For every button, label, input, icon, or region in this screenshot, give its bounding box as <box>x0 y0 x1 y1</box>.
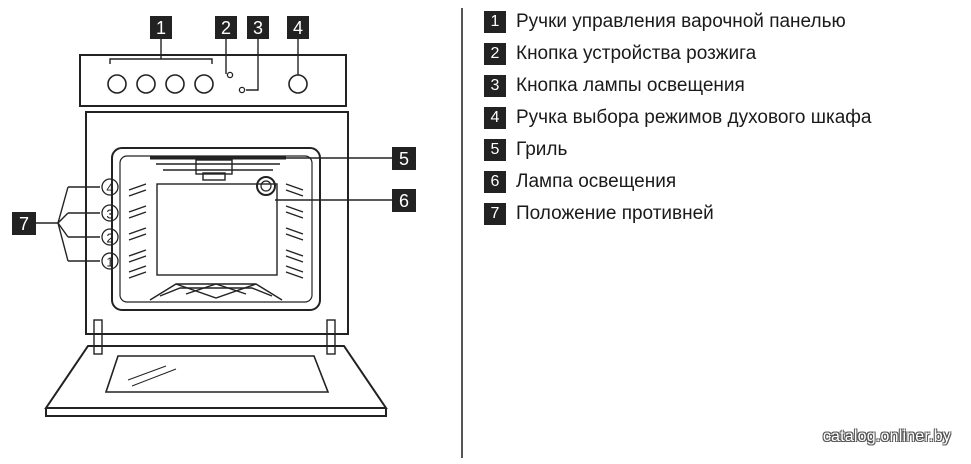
legend-item-1: 1 Ручки управления варочной панелью <box>484 6 872 38</box>
legend: 1 Ручки управления варочной панелью 2 Кн… <box>484 6 872 230</box>
ignition-button <box>226 71 234 79</box>
svg-text:2: 2 <box>106 231 113 246</box>
legend-label: Гриль <box>516 139 568 160</box>
legend-label: Кнопка устройства розжига <box>516 43 757 64</box>
oven-door <box>44 345 388 417</box>
lamp-button <box>238 86 246 94</box>
oven-diagram: 4 3 2 1 1 2 3 4 5 6 7 <box>12 16 416 417</box>
svg-text:3: 3 <box>106 207 113 222</box>
svg-text:1: 1 <box>156 18 166 38</box>
legend-label: Ручка выбора режимов духового шкафа <box>516 107 872 128</box>
legend-number: 3 <box>484 75 506 97</box>
legend-label: Кнопка лампы освещения <box>516 75 745 96</box>
svg-text:2: 2 <box>221 18 231 38</box>
svg-text:1: 1 <box>106 255 113 270</box>
legend-item-2: 2 Кнопка устройства розжига <box>484 38 872 70</box>
legend-number: 6 <box>484 171 506 193</box>
shelf-position-2: 2 <box>101 228 119 246</box>
callout-5: 5 <box>392 147 416 170</box>
callout-3: 3 <box>247 16 269 39</box>
oven-body <box>85 111 349 335</box>
legend-label: Положение противней <box>516 203 714 224</box>
svg-text:3: 3 <box>253 18 263 38</box>
svg-text:7: 7 <box>19 214 29 234</box>
oven-cavity-inner <box>119 155 313 303</box>
door-window <box>104 355 330 393</box>
svg-text:4: 4 <box>106 181 113 196</box>
left-shelf-runners <box>128 183 147 279</box>
legend-number: 4 <box>484 107 506 129</box>
door-hinges <box>93 319 336 355</box>
svg-text:4: 4 <box>293 18 303 38</box>
svg-text:5: 5 <box>399 149 409 169</box>
right-shelf-runners <box>285 183 304 279</box>
legend-number: 1 <box>484 11 506 33</box>
callout-7-leaders <box>36 186 100 262</box>
callout-3-leader <box>246 39 259 91</box>
legend-label: Лампа освещения <box>516 171 677 192</box>
control-panel <box>79 54 347 107</box>
function-selector-knob <box>288 74 308 94</box>
callout-1: 1 <box>150 16 172 39</box>
legend-number: 2 <box>484 43 506 65</box>
legend-item-4: 4 Ручка выбора режимов духового шкафа <box>484 102 872 134</box>
svg-text:6: 6 <box>399 191 409 211</box>
oven-back-wall <box>156 183 278 276</box>
legend-item-3: 3 Кнопка лампы освещения <box>484 70 872 102</box>
callout-4: 4 <box>287 16 309 39</box>
shelf-position-4: 4 <box>101 178 119 196</box>
vertical-divider <box>461 8 463 458</box>
callout-6: 6 <box>392 189 416 212</box>
legend-number: 7 <box>484 203 506 225</box>
legend-item-7: 7 Положение противней <box>484 198 872 230</box>
oven-lamp <box>256 176 276 196</box>
watermark: catalog.onliner.by <box>822 428 951 445</box>
legend-label: Ручки управления варочной панелью <box>516 11 846 32</box>
callout-7: 7 <box>12 212 36 235</box>
callout-1-bracket <box>109 58 213 64</box>
shelf-position-1: 1 <box>101 252 119 270</box>
shelf-position-3: 3 <box>101 204 119 222</box>
legend-number: 5 <box>484 139 506 161</box>
legend-item-6: 6 Лампа освещения <box>484 166 872 198</box>
hob-control-knobs <box>107 74 214 94</box>
bottom-heating-element <box>149 283 283 301</box>
callout-2: 2 <box>215 16 237 39</box>
legend-item-5: 5 Гриль <box>484 134 872 166</box>
